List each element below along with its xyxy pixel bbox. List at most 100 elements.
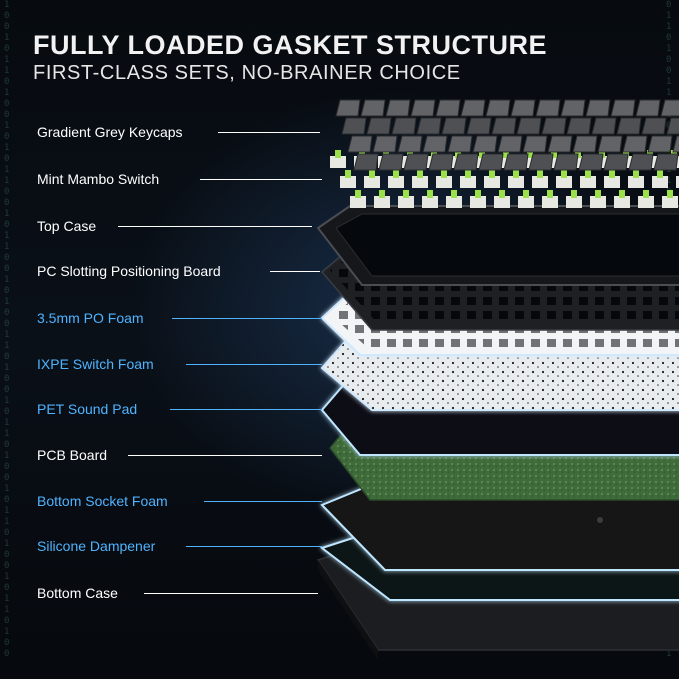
leader-line: [200, 179, 322, 180]
keycap: [653, 153, 679, 171]
keycap: [560, 99, 586, 117]
switch-housing: [556, 176, 572, 188]
keycap: [416, 117, 442, 135]
switch-housing: [340, 176, 356, 188]
switch-stem: [595, 190, 601, 198]
label-mint-mambo-switch: Mint Mambo Switch: [37, 171, 160, 187]
keycap: [666, 117, 679, 135]
switch-stem: [571, 190, 577, 198]
switch-stem: [523, 190, 529, 198]
keycap: [385, 99, 411, 117]
switch-stem: [499, 190, 505, 198]
keycap: [591, 117, 617, 135]
keycap: [453, 153, 479, 171]
switch-housing: [638, 196, 654, 208]
switch-stem: [633, 170, 639, 178]
switch-housing: [388, 176, 404, 188]
keycap: [566, 117, 592, 135]
keycap: [485, 99, 511, 117]
switch-stem: [527, 150, 533, 158]
keycap: [535, 99, 561, 117]
keycap: [610, 99, 636, 117]
keycap: [572, 135, 598, 153]
keycap: [597, 135, 623, 153]
keycap: [497, 135, 523, 153]
leader-line: [186, 364, 322, 365]
switch-housing: [566, 196, 582, 208]
switch-stem: [451, 190, 457, 198]
keycap: [510, 99, 536, 117]
keycap: [647, 135, 673, 153]
switch-housing: [364, 176, 380, 188]
keycap: [428, 153, 454, 171]
keycap: [603, 153, 629, 171]
keycap: [435, 99, 461, 117]
keycap: [541, 117, 567, 135]
switch-housing: [374, 196, 390, 208]
keycap: [335, 99, 361, 117]
keycap: [628, 153, 654, 171]
leader-line: [170, 409, 322, 410]
keycap: [360, 99, 386, 117]
switch-stem: [393, 170, 399, 178]
switch-housing: [422, 196, 438, 208]
switch-stem: [427, 190, 433, 198]
keycap: [616, 117, 642, 135]
keycap: [528, 153, 554, 171]
keycap: [441, 117, 467, 135]
leader-line: [128, 455, 322, 456]
switch-stem: [551, 150, 557, 158]
leader-line: [144, 593, 318, 594]
switch-housing: [412, 176, 428, 188]
keycap: [447, 135, 473, 153]
switch-stem: [643, 190, 649, 198]
keycap: [672, 135, 679, 153]
label-gradient-grey-keycaps: Gradient Grey Keycaps: [37, 124, 183, 140]
switch-housing: [542, 196, 558, 208]
keycap: [553, 153, 579, 171]
keycap: [622, 135, 648, 153]
keycap: [585, 99, 611, 117]
switch-housing: [436, 176, 452, 188]
page-title: FULLY LOADED GASKET STRUCTURE: [33, 30, 548, 60]
layer-keycaps: [335, 99, 679, 171]
keycap: [403, 153, 429, 171]
switch-housing: [446, 196, 462, 208]
switch-stem: [667, 190, 673, 198]
keycap: [547, 135, 573, 153]
keycap: [522, 135, 548, 153]
keycap: [391, 117, 417, 135]
matrix-column-left: 1 0 0 1 0 1 1 0 1 0 0 1 0 1 0 1 1 0 0 1 …: [4, 0, 10, 659]
switch-stem: [335, 150, 341, 158]
switch-housing: [532, 176, 548, 188]
label-pcb-board: PCB Board: [37, 447, 108, 463]
switch-stem: [479, 150, 485, 158]
switch-stem: [441, 170, 447, 178]
keycap: [366, 117, 392, 135]
keycap: [491, 117, 517, 135]
keycap: [347, 135, 373, 153]
switch-stem: [475, 190, 481, 198]
switch-housing: [580, 176, 596, 188]
switch-stem: [619, 190, 625, 198]
label-ixpe-switch-foam: IXPE Switch Foam: [37, 356, 154, 372]
switch-stem: [503, 150, 509, 158]
switch-stem: [513, 170, 519, 178]
switch-housing: [614, 196, 630, 208]
label-bottom-socket-foam: Bottom Socket Foam: [37, 493, 168, 509]
keycap: [410, 99, 436, 117]
switch-housing: [398, 196, 414, 208]
switch-housing: [330, 156, 346, 168]
switch-stem: [585, 170, 591, 178]
switch-stem: [561, 170, 567, 178]
switch-stem: [355, 190, 361, 198]
switch-stem: [489, 170, 495, 178]
switch-stem: [465, 170, 471, 178]
switch-housing: [508, 176, 524, 188]
switch-stem: [345, 170, 351, 178]
switch-housing: [484, 176, 500, 188]
label-silicone-dampener: Silicone Dampener: [37, 538, 156, 554]
switch-housing: [350, 196, 366, 208]
